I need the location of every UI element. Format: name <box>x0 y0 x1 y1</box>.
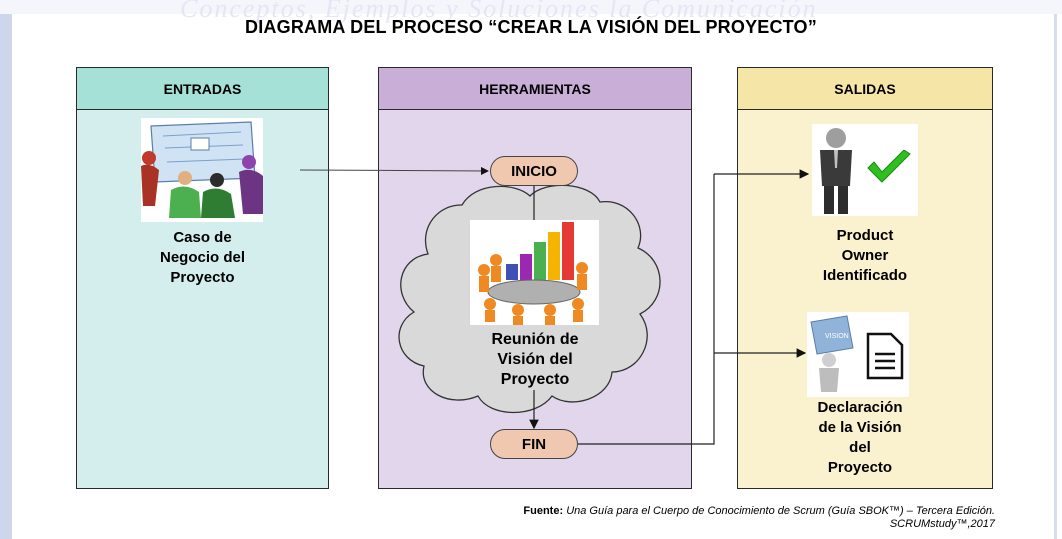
output-caption-line: Identificado <box>822 267 908 284</box>
puzzle-label: VISION <box>825 333 849 340</box>
input-to-start-arrow <box>299 166 489 175</box>
output-caption-1: Product Owner Identificado <box>800 226 930 286</box>
tool-caption-line: Visión del <box>497 351 573 368</box>
output-caption-2: Declaración de la Visión del Proyecto <box>795 398 925 478</box>
watermark-band: Conceptos, Ejemplos y Soluciones la Comu… <box>0 0 1062 23</box>
input-caption: Caso de Negocio del Proyecto <box>120 228 285 288</box>
meeting-image <box>470 220 599 325</box>
watermark-text: Conceptos, Ejemplos y Soluciones la Comu… <box>180 0 818 23</box>
meeting-icon <box>470 220 599 325</box>
output-caption-line: del <box>849 439 871 456</box>
document-icon <box>866 332 904 380</box>
start-node: INICIO <box>490 156 578 186</box>
output-caption-line: de la Visión <box>818 419 902 436</box>
right-margin-bar <box>1054 14 1057 539</box>
output-caption-line: Owner <box>841 247 889 264</box>
vision-statement-image: VISION <box>807 312 909 397</box>
product-owner-image <box>812 124 918 216</box>
check-icon <box>867 150 911 183</box>
tool-caption-line: Reunión de <box>491 331 579 348</box>
output-caption-line: Product <box>836 227 894 244</box>
businessman-icon <box>812 124 918 216</box>
source-label: Fuente: <box>523 505 564 517</box>
input-caption-line: Negocio del <box>159 249 245 266</box>
input-caption-line: Proyecto <box>170 269 235 286</box>
inputs-header: ENTRADAS <box>77 68 328 110</box>
input-caption-line: Caso de <box>173 229 232 246</box>
team-planning-image <box>141 118 263 222</box>
left-margin-gap <box>12 14 15 539</box>
left-margin-bar <box>0 14 12 539</box>
output-caption-line: Declaración <box>817 399 903 416</box>
end-node: FIN <box>490 429 578 459</box>
source-line2: SCRUMstudy™,2017 <box>889 518 995 530</box>
outputs-header: SALIDAS <box>738 68 992 110</box>
source-note: Fuente: Una Guía para el Cuerpo de Conoc… <box>300 505 995 531</box>
tools-header: HERRAMIENTAS <box>379 68 691 110</box>
end-to-outputs-connector <box>578 174 715 445</box>
diagram-title: DIAGRAMA DEL PROCESO “CREAR LA VISIÓN DE… <box>245 17 817 37</box>
team-planning-icon <box>141 118 263 222</box>
tool-caption-line: Proyecto <box>500 371 570 388</box>
output-caption-line: Proyecto <box>827 459 893 476</box>
source-text: Una Guía para el Cuerpo de Conocimiento … <box>566 505 995 517</box>
tool-caption: Reunión de Visión del Proyecto <box>460 330 610 390</box>
